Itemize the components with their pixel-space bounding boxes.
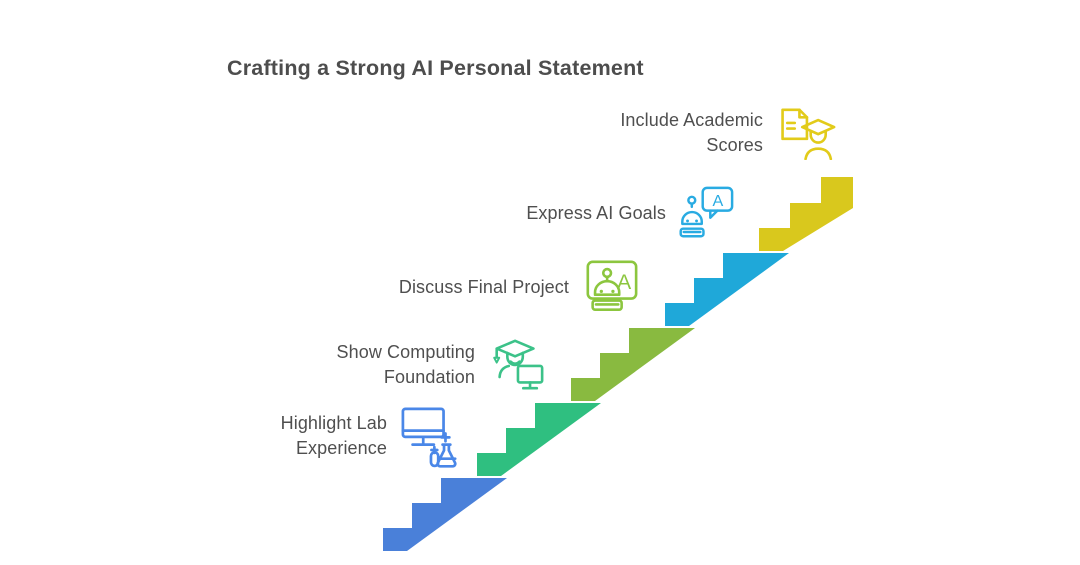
mortarboard-shape: [495, 339, 535, 358]
presentation-board-shape: [586, 260, 638, 300]
stair-step-1: [383, 478, 507, 551]
step-row-ai-goals: Express AI Goals A: [526, 186, 734, 241]
mortarboard-shape: [800, 118, 836, 136]
page-title: Crafting a Strong AI Personal Statement: [227, 56, 644, 80]
sparkle-plus: [440, 432, 451, 443]
robot-head-shape: [593, 279, 621, 297]
robot-head-shape: [681, 210, 703, 226]
monitor-shape: [401, 407, 445, 439]
step-label-final-project: Discuss Final Project: [398, 277, 569, 298]
robot-board-icon: A: [586, 260, 638, 312]
step-label-academic-scores: Include Academic Scores: [620, 110, 763, 156]
document-shape: [781, 108, 809, 141]
stair-step-2: [477, 403, 601, 476]
document-lines: [785, 121, 797, 130]
shoulders-shape: [804, 147, 833, 161]
board-letter: A: [617, 270, 632, 294]
monitor-shape: [516, 364, 544, 384]
step-row-academic-scores: Include Academic Scores: [588, 106, 836, 161]
step-label-lab-experience: Highlight Lab Experience: [280, 412, 387, 458]
step-label-ai-goals: Express AI Goals: [526, 203, 666, 223]
step-row-computing-foundation: Show Computing Foundation: [310, 336, 546, 394]
tassel-shape: [493, 356, 501, 364]
stair-step-5: [759, 177, 853, 251]
robot-body-shape: [679, 227, 705, 238]
robot-body-shape: [591, 299, 623, 312]
flask-shape: [436, 443, 457, 468]
monitor-flask-icon: [401, 407, 457, 468]
step-label-computing-foundation: Show Computing Foundation: [336, 342, 475, 387]
step-row-lab-experience: Highlight Lab Experience: [252, 404, 460, 468]
stair-step-4: [665, 253, 789, 326]
bubble-letter: A: [713, 192, 724, 210]
stair-step-3: [571, 328, 695, 401]
graduate-monitor-icon: [493, 339, 544, 390]
step-row-final-project: Discuss Final Project A: [399, 258, 640, 318]
graduate-head-shape: [809, 130, 827, 144]
robot-chat-icon: A: [679, 186, 734, 238]
document-graduate-icon: [781, 108, 836, 161]
